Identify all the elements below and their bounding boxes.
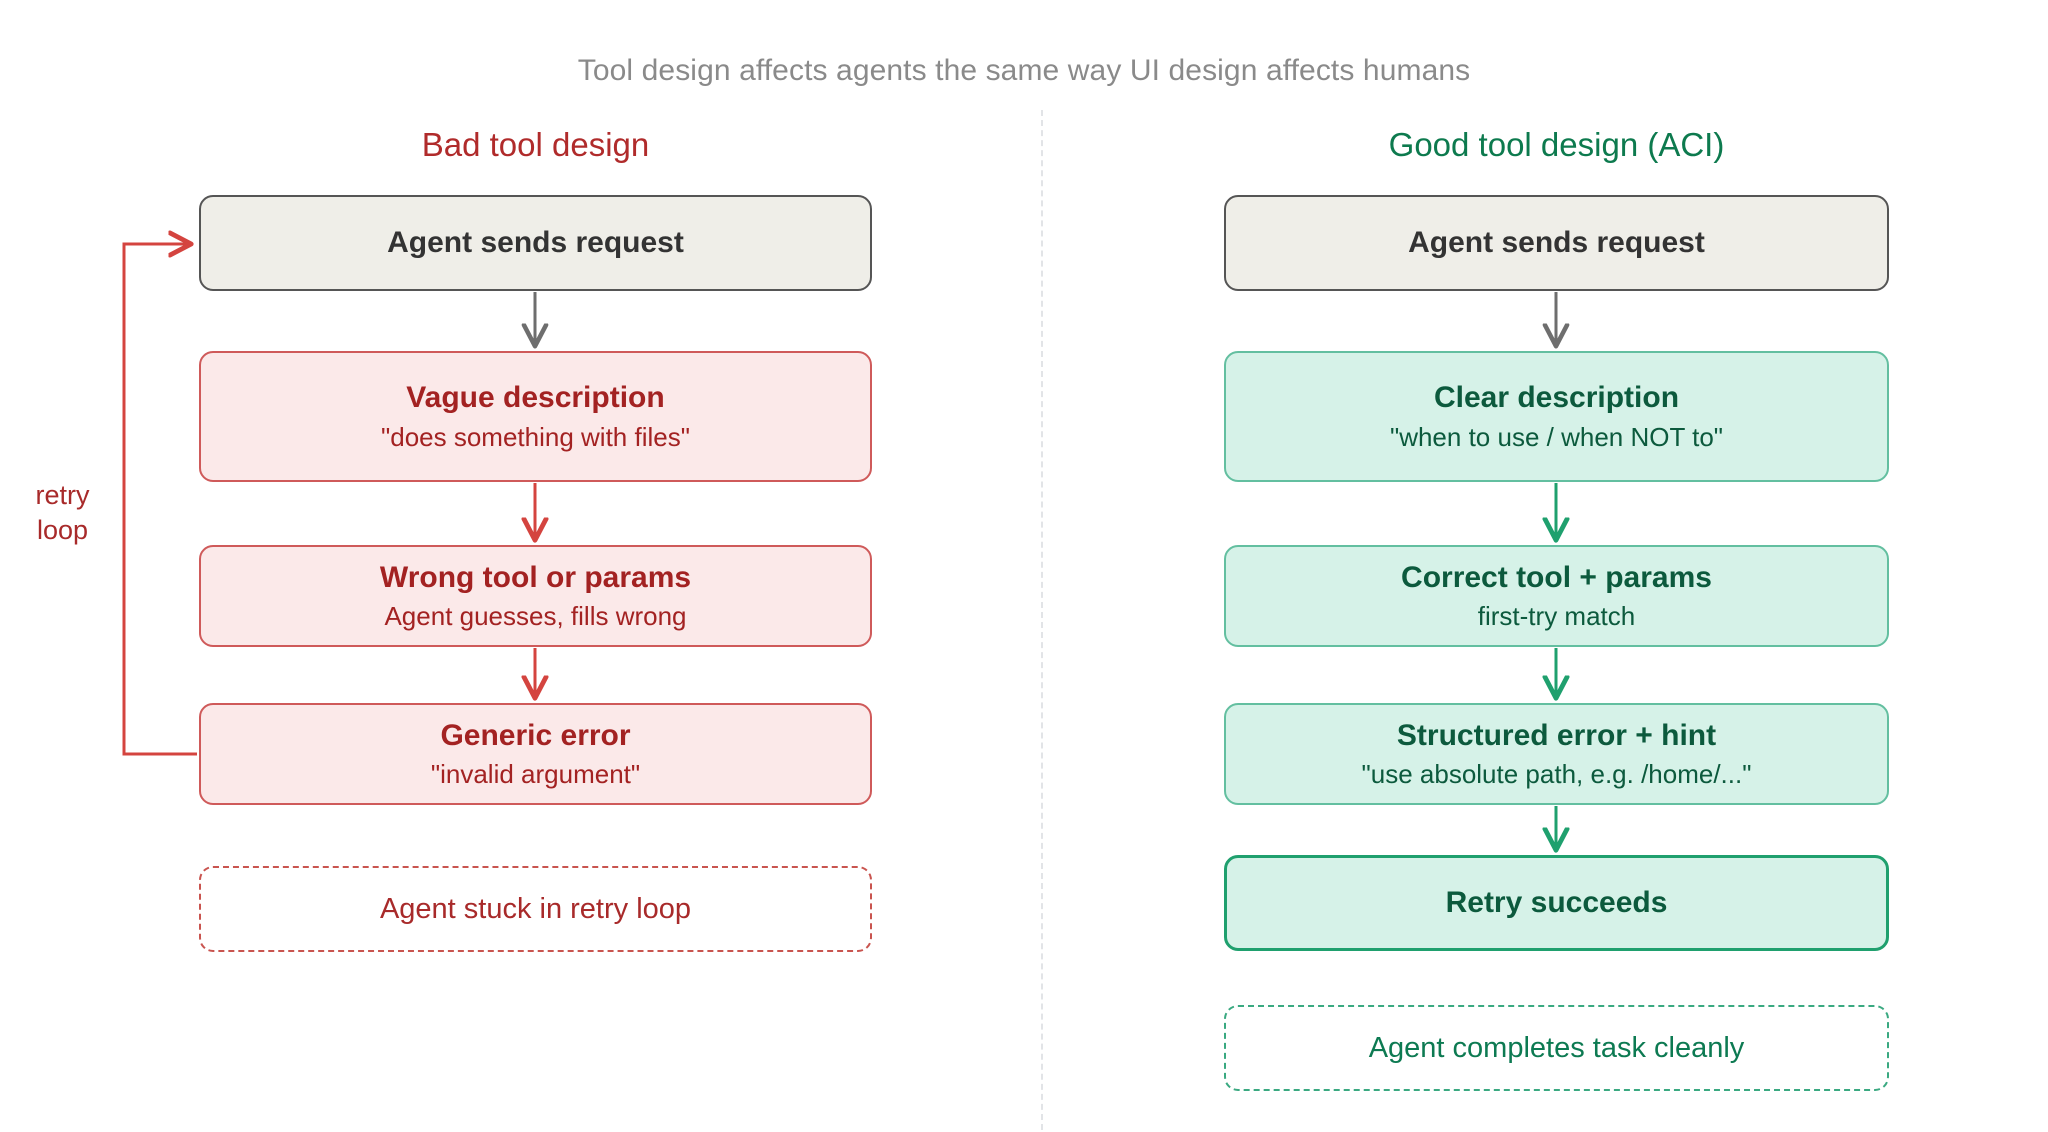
good-outcome-label: Agent completes task cleanly xyxy=(1368,1031,1745,1064)
good-node-correct-tool-params[interactable]: Correct tool + params first-try match xyxy=(1224,545,1889,647)
node-subtitle: "does something with files" xyxy=(381,421,690,452)
bad-outcome-label: Agent stuck in retry loop xyxy=(379,892,692,925)
bad-outcome-box[interactable]: Agent stuck in retry loop xyxy=(199,866,872,952)
good-outcome-box[interactable]: Agent completes task cleanly xyxy=(1224,1005,1889,1091)
good-node-retry-succeeds[interactable]: Retry succeeds xyxy=(1224,855,1889,951)
node-title: Agent sends request xyxy=(1408,226,1705,260)
node-subtitle: "use absolute path, e.g. /home/..." xyxy=(1361,759,1752,790)
retry-loop-label: retry loop xyxy=(10,478,115,547)
node-title: Clear description xyxy=(1433,381,1680,415)
node-title: Generic error xyxy=(440,718,631,752)
node-title: Correct tool + params xyxy=(1401,560,1712,594)
page-title: Tool design affects agents the same way … xyxy=(577,54,1471,87)
node-title: Retry succeeds xyxy=(1445,886,1668,920)
bad-node-generic-error[interactable]: Generic error "invalid argument" xyxy=(199,703,872,805)
arrow-retry-loop xyxy=(122,244,197,756)
retry-loop-label-line1: retry xyxy=(35,480,90,510)
column-header-good: Good tool design (ACI) xyxy=(1388,126,1725,163)
column-divider xyxy=(1041,110,1043,1130)
node-title: Vague description xyxy=(406,381,665,415)
good-node-structured-error-hint[interactable]: Structured error + hint "use absolute pa… xyxy=(1224,703,1889,805)
bad-node-wrong-tool-or-params[interactable]: Wrong tool or params Agent guesses, fill… xyxy=(199,545,872,647)
node-title: Wrong tool or params xyxy=(379,560,692,594)
bad-node-vague-description[interactable]: Vague description "does something with f… xyxy=(199,351,872,482)
retry-loop-label-line2: loop xyxy=(36,514,89,545)
node-subtitle: "when to use / when NOT to" xyxy=(1389,421,1724,452)
bad-node-agent-sends-request[interactable]: Agent sends request xyxy=(199,195,872,291)
column-header-bad: Bad tool design xyxy=(421,126,650,163)
good-node-clear-description[interactable]: Clear description "when to use / when NO… xyxy=(1224,351,1889,482)
node-title: Structured error + hint xyxy=(1396,718,1717,752)
node-title: Agent sends request xyxy=(387,226,684,260)
good-node-agent-sends-request[interactable]: Agent sends request xyxy=(1224,195,1889,291)
node-subtitle: first-try match xyxy=(1477,601,1636,632)
node-subtitle: Agent guesses, fills wrong xyxy=(384,601,687,632)
node-subtitle: "invalid argument" xyxy=(430,759,641,790)
